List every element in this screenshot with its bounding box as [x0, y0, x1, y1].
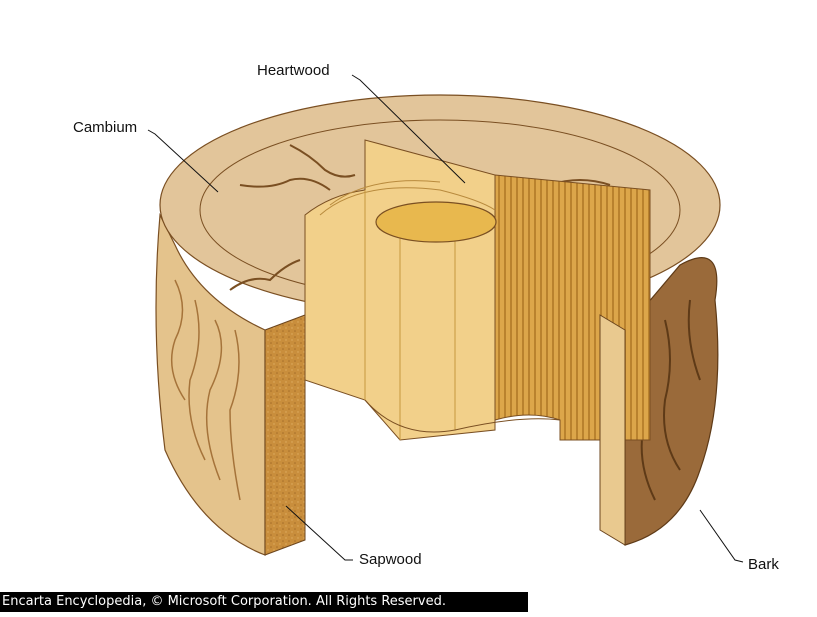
bark-cut-panel [600, 315, 625, 545]
sapwood-label: Sapwood [359, 551, 422, 568]
heartwood-label: Heartwood [257, 62, 330, 79]
heartwood-core [376, 202, 496, 242]
copyright-credit: Encarta Encyclopedia, © Microsoft Corpor… [0, 592, 528, 612]
inner-wood-cut [495, 175, 650, 440]
sapwood-cut-face [265, 315, 305, 555]
bark-label: Bark [748, 556, 779, 573]
cambium-label: Cambium [73, 119, 137, 136]
bark-leader-line [700, 510, 743, 562]
